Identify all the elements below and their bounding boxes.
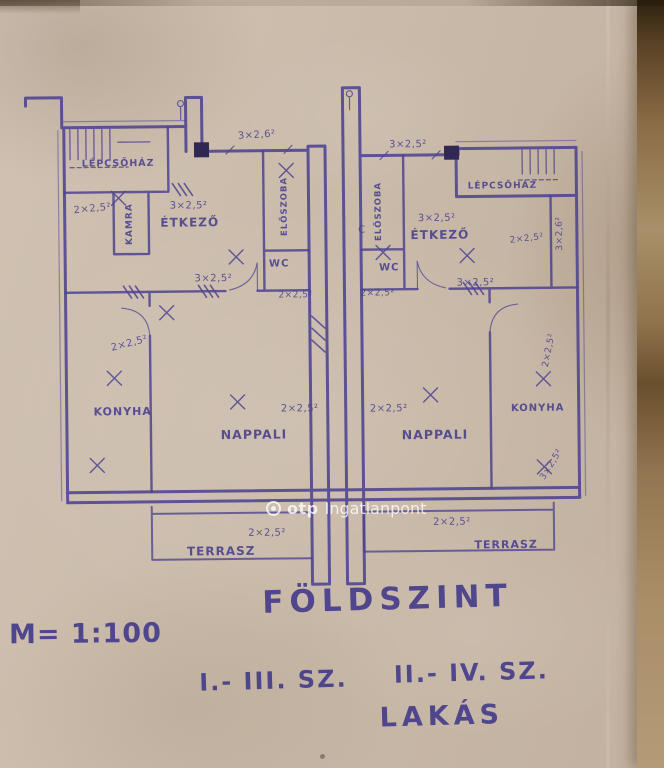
dim-hall-right: 3×2,5² (457, 277, 495, 288)
dim-nappali-right: 2×2,5² (370, 403, 408, 414)
dim-lepcsohaz-left: 2×2,5² (73, 202, 112, 217)
plan-title: FÖLDSZINT (262, 577, 513, 621)
window-x-marks (89, 162, 553, 475)
otp-logo-icon (266, 501, 281, 516)
room-label-lepcsohaz-right: LÉPCSŐHÁZ (468, 179, 538, 192)
plan-scale: M= 1:100 (9, 618, 162, 651)
page-top-left-shadow (0, 0, 80, 14)
room-label-lepcsohaz-left: LÉPCSŐHÁZ (82, 157, 155, 170)
dim-top-center: 3×2,6² (238, 129, 276, 142)
room-label-wc-right: WC (379, 262, 399, 273)
room-label-konyha-right: KONYHA (511, 403, 565, 415)
unit-right-label: II.- IV. SZ. (393, 656, 549, 688)
room-label-etkezo-left: ÉTKEZŐ (160, 214, 219, 230)
dim-etkezo-right: 3×2,5² (418, 213, 456, 224)
dim-wc-right: 2×2,5² (360, 288, 394, 298)
room-label-eloszoba-right: ELŐSZOBA (372, 182, 384, 241)
entry-door-marker-right (443, 145, 460, 160)
dim-nappali-left: 2×2,5² (281, 403, 319, 414)
dim-konyha-left: 2×2,5² (110, 334, 149, 354)
room-label-eloszoba-left: ELŐSZOBA (278, 177, 290, 236)
room-label-terrasz-left: TERRASZ (187, 544, 256, 559)
entry-door-marker-left (193, 142, 210, 158)
page-mark (320, 754, 325, 759)
section-hatch-marks (122, 182, 485, 353)
wall-echo-lines (57, 119, 587, 502)
interior-walls (63, 125, 579, 494)
dim-terrasz-left: 2×2,5² (248, 527, 286, 538)
room-label-nappali-right: NAPPALI (402, 427, 469, 443)
apartment-label: LAKÁS (379, 698, 504, 733)
dim-konyha-right-upper: 2×2,5² (541, 333, 558, 369)
stair-treads-right (517, 148, 559, 181)
room-label-terrasz-right: TERRASZ (474, 538, 538, 552)
room-label-etkezo-right: ÉTKEZŐ (410, 227, 469, 243)
fixture-symbols (176, 90, 441, 161)
page-top-edge (0, 0, 664, 6)
dim-etkezo-left: 3×2,5² (170, 200, 208, 211)
dim-terrasz-right: 2×2,5² (433, 517, 471, 528)
room-label-wc-left: WC (269, 258, 289, 269)
watermark-suffix: Ingatlanpont (324, 499, 427, 518)
room-label-kamra: KAMRA (125, 203, 135, 245)
terrace-outline (150, 501, 556, 561)
mark-c: C (358, 225, 366, 236)
watermark: otp Ingatlanpont (266, 499, 426, 518)
dim-hall-left: 3×2,5² (194, 273, 232, 284)
stair-treads-left (69, 128, 151, 169)
dim-right-column: 3×2,6² (555, 216, 565, 250)
dim-lepcsohaz-right: 2×2,5² (509, 232, 544, 246)
room-label-konyha-left: KONYHA (94, 405, 152, 419)
dim-top-right: 3×2,5² (389, 139, 427, 150)
unit-left-label: I.- III. SZ. (199, 665, 348, 697)
door-swing-arcs (121, 260, 519, 337)
room-label-nappali-left: NAPPALI (221, 426, 288, 442)
watermark-brand: otp (287, 499, 319, 518)
dim-wc-left: 2×2,5² (278, 290, 312, 300)
paper-crease (606, 0, 610, 768)
page-right-edge (637, 0, 664, 768)
